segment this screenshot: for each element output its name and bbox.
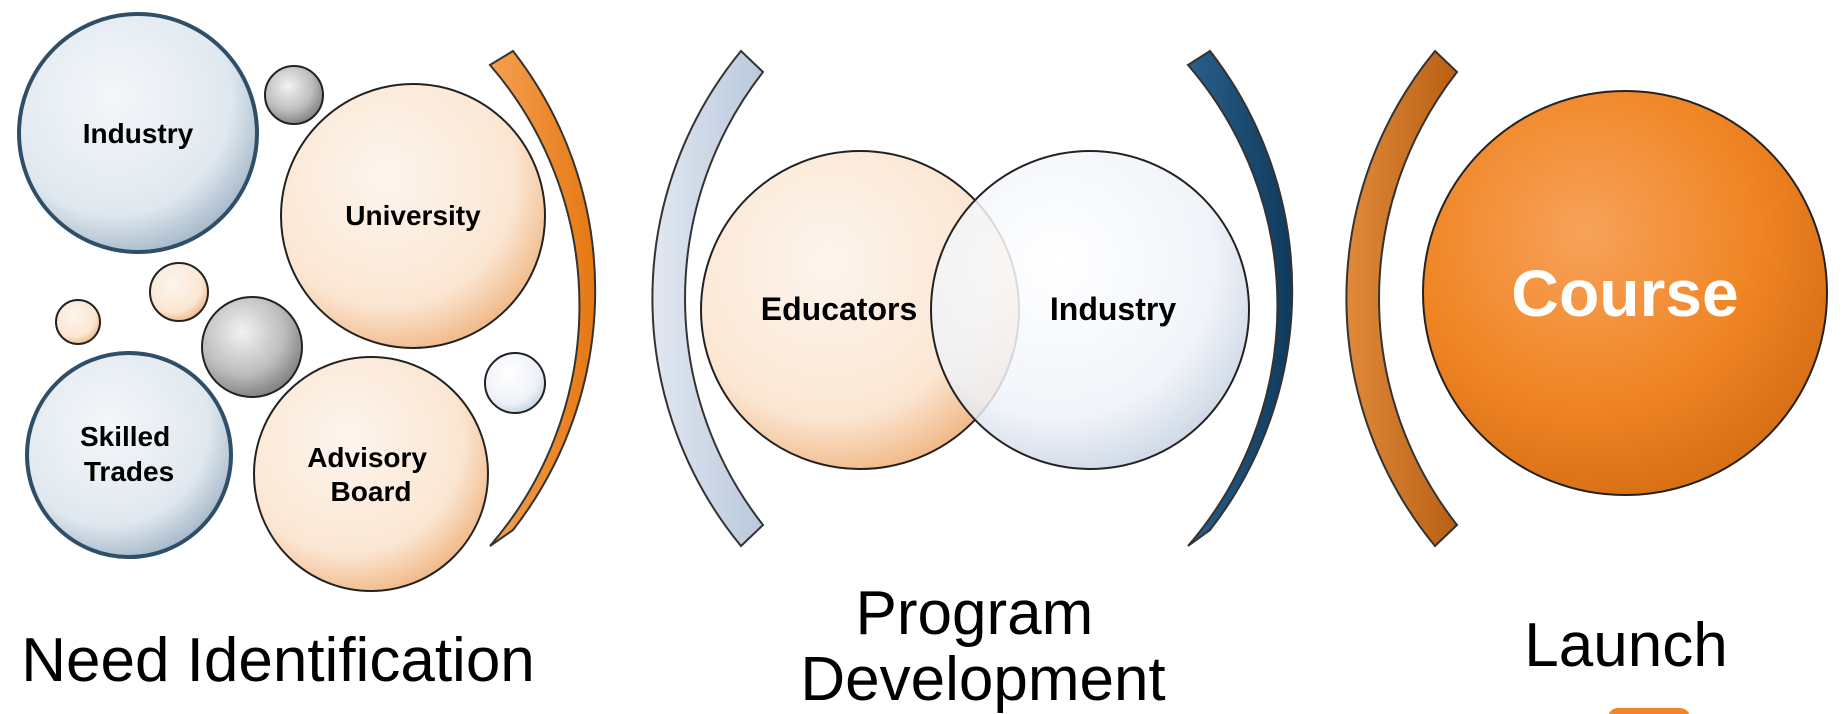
small-orange-bubble-mid	[149, 262, 209, 322]
launch-group: Course	[1422, 90, 1828, 496]
course-circle	[1422, 90, 1828, 496]
small-grey-bubble-top	[264, 65, 324, 125]
university-label: University	[345, 200, 481, 231]
industry-label: Industry	[83, 118, 194, 149]
advisory-board-label: Advisory Board	[307, 442, 435, 507]
skilled-trades-label: Skilled Trades	[80, 421, 178, 487]
orange-bracket-arc	[488, 49, 597, 547]
need-identification-group: Industry University Skilled Trades Advis…	[17, 12, 546, 592]
pale-blue-bracket-arc	[651, 49, 765, 548]
program-development-label: Program Development	[800, 579, 1165, 714]
grey-bubble-mid	[201, 296, 303, 398]
industry-venn-label: Industry	[1050, 291, 1176, 327]
need-identification-label: Need Identification	[21, 626, 535, 695]
small-orange-bubble-left	[55, 299, 101, 345]
small-pale-blue-bubble	[484, 352, 546, 414]
skilled-trades-bubble	[25, 351, 233, 559]
course-label: Course	[1511, 256, 1738, 330]
industry-circle	[930, 150, 1250, 470]
program-development-group: Educators Industry	[700, 150, 1250, 470]
navy-bracket-arc	[1186, 49, 1294, 547]
orange-tab-shape	[1608, 708, 1690, 714]
advisory-board-bubble	[253, 356, 489, 592]
launch-label: Launch	[1524, 611, 1727, 680]
university-bubble	[280, 83, 546, 349]
educators-label: Educators	[761, 291, 917, 327]
brown-bracket-arc	[1345, 49, 1459, 548]
industry-bubble	[17, 12, 259, 254]
